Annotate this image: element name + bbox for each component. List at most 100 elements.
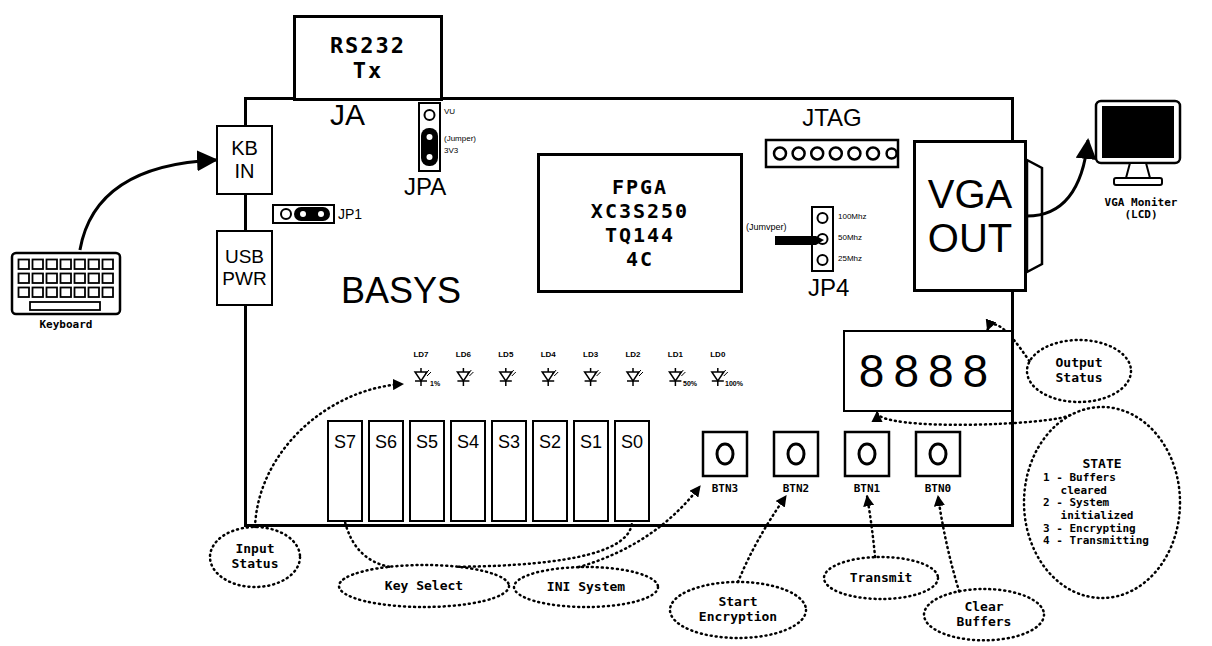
callout-leader — [345, 522, 389, 567]
board-label: LD7 — [413, 350, 428, 359]
node-text: Output Status — [1056, 356, 1103, 386]
node-text: BASYS — [341, 270, 461, 311]
node-text: RS232 Tx — [330, 33, 406, 84]
callout-outline — [824, 557, 938, 599]
board-label: 3V3 — [444, 146, 458, 155]
node-text: INI System — [547, 580, 625, 595]
slide-switch: S3 — [491, 420, 526, 522]
node-text: JTAG — [802, 104, 862, 132]
node-text: Keyboard — [40, 319, 93, 332]
jumper-jp1 — [318, 211, 324, 217]
node-text: KB IN — [231, 137, 258, 183]
node-text: 4 - Transmitting — [1043, 535, 1161, 548]
callout-leader — [459, 522, 632, 567]
callout-ellipse: Input Status — [208, 525, 302, 589]
node-text: VGA Moniter (LCD) — [1096, 197, 1186, 222]
callout-leader — [877, 412, 1070, 425]
node-text: Clear Buffers — [957, 600, 1012, 630]
jtag-header — [887, 149, 897, 159]
state-callout: STATE1 - Buffers cleared2 - System initi… — [1022, 405, 1182, 600]
slide-switch: S0 — [614, 420, 649, 522]
board-label: LD3 — [583, 350, 598, 359]
push-button-cap — [774, 432, 818, 476]
jumper-jpa — [419, 103, 440, 171]
fpga-chip: FPGA XC3S250 TQ144 4C — [537, 153, 743, 293]
slide-switch: S5 — [409, 420, 444, 522]
port-box: VGA OUT — [913, 140, 1027, 292]
jtag-header — [830, 148, 842, 160]
jtag-header — [774, 148, 786, 160]
jtag-header: JTAG — [764, 104, 900, 170]
node-text: S7 — [334, 432, 356, 453]
slide-switch: S2 — [532, 420, 567, 522]
board-label: 100Mhz — [838, 212, 866, 221]
board-label: JP4 — [808, 274, 849, 302]
node-text: Key Select — [385, 579, 463, 594]
node-text: Start Encryption — [699, 595, 777, 625]
slide-switch: S1 — [573, 420, 608, 522]
board-label: LD2 — [625, 350, 640, 359]
jumper-jp4 — [818, 255, 828, 265]
board-label: JA — [330, 98, 365, 133]
monitor-icon — [1102, 106, 1174, 158]
port-box: USB PWR — [216, 230, 273, 306]
board-label: 50Mhz — [838, 233, 862, 242]
led-row — [457, 368, 473, 386]
callout-ellipse: Key Select — [337, 563, 511, 609]
node-text: S1 — [580, 432, 602, 453]
node-text: S0 — [621, 432, 643, 453]
callout-outline — [339, 565, 509, 607]
callout-outline — [670, 582, 806, 638]
board-label: VU — [444, 107, 455, 116]
push-button-cap — [930, 444, 946, 464]
connector-box: RS232 Tx — [293, 15, 443, 101]
node-text: USB PWR — [222, 246, 266, 290]
callout-outline — [514, 567, 658, 607]
slide-switch: S7 — [327, 420, 362, 522]
board-label: JP1 — [338, 206, 362, 222]
keyboard-icon: Keyboard — [8, 250, 124, 332]
jumper-jpa — [425, 110, 435, 120]
jumper-jp1 — [294, 207, 330, 221]
node-text: S2 — [539, 432, 561, 453]
push-button-cap — [717, 444, 733, 464]
board-label: LD4 — [541, 350, 556, 359]
led-row — [500, 368, 516, 386]
jtag-header — [766, 140, 898, 167]
keyboard-icon — [17, 258, 115, 300]
node-text: FPGA XC3S250 TQ144 4C — [591, 175, 689, 271]
node-text: 1 - Buffers cleared — [1043, 472, 1161, 497]
jtag-header — [867, 148, 879, 160]
keyboard-icon — [30, 302, 100, 310]
jumper-jp4 — [818, 213, 828, 223]
callout-ellipse: Transmit — [822, 555, 940, 601]
push-button: BTN1 — [842, 430, 892, 496]
board-label: 25Mhz — [838, 254, 862, 263]
led-row — [585, 368, 601, 386]
jtag-header — [848, 148, 860, 160]
push-button-cap — [916, 432, 960, 476]
node-text: BTN3 — [712, 483, 739, 496]
slide-switch: S4 — [450, 420, 485, 522]
input-status-leader — [255, 384, 403, 527]
input-status-leader — [255, 384, 403, 527]
jtag-header — [811, 148, 823, 160]
board-label: (Jumvper) — [746, 222, 787, 232]
jtag-header — [766, 140, 898, 167]
board-label: LD5 — [498, 350, 513, 359]
push-button-cap — [703, 432, 747, 476]
keyboard-icon — [12, 253, 120, 314]
keyboard-icon — [12, 253, 120, 314]
board-label: (Jumper) — [444, 134, 476, 143]
push-button: BTN3 — [700, 430, 750, 496]
callout-leader — [938, 496, 959, 591]
node-text: STATE — [1043, 457, 1161, 472]
node-text: S4 — [457, 432, 479, 453]
board-outline: BASYSKB INUSB PWRFPGA XC3S250 TQ144 4CJT… — [244, 97, 1014, 527]
jumper-jp1 — [273, 205, 334, 223]
node-text: BTN2 — [783, 483, 810, 496]
led-row — [415, 368, 431, 386]
monitor-icon — [1126, 163, 1150, 178]
callout-outline — [1027, 340, 1131, 402]
